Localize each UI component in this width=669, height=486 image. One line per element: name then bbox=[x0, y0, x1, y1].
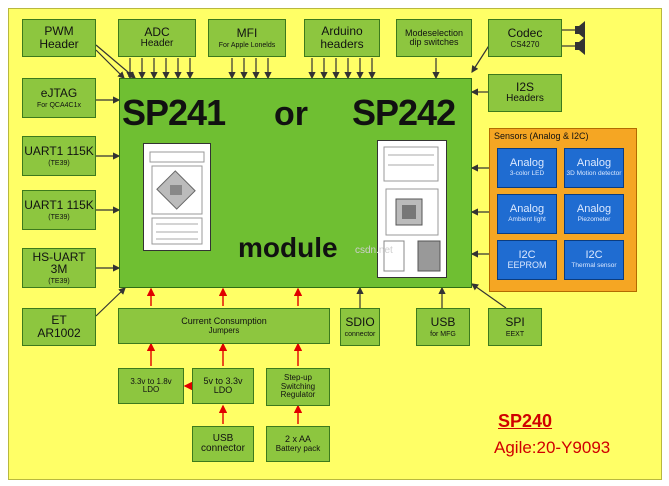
block-subtitle: dip switches bbox=[409, 37, 459, 47]
block-subtitle: (TE39) bbox=[48, 213, 70, 221]
ejtag-block: eJTAG For QCA4C1x bbox=[22, 78, 96, 118]
block-subtitle: (TE39) bbox=[48, 159, 70, 167]
block-subtitle: connector bbox=[201, 443, 245, 454]
block-title: Arduino bbox=[321, 24, 363, 39]
block-subtitle: Battery pack bbox=[275, 443, 321, 453]
block-subtitle: AR1002 bbox=[37, 326, 81, 340]
block-title: UART1 115K bbox=[24, 198, 94, 213]
block-title: SPI bbox=[505, 315, 525, 330]
sp241-title: SP241 bbox=[122, 92, 226, 133]
uart1-block: UART1 115K (TE39) bbox=[22, 136, 96, 176]
sdio-block: SDIO connector bbox=[340, 308, 380, 346]
uart2-block: UART1 115K (TE39) bbox=[22, 190, 96, 230]
block-subtitle: (TE39) bbox=[48, 277, 70, 285]
block-subtitle: LDO bbox=[142, 385, 160, 394]
board-name: SP240 bbox=[498, 411, 553, 431]
block-title: I2S bbox=[515, 80, 534, 95]
block-subtitle: for MFG bbox=[430, 330, 456, 338]
block-title: MFI bbox=[236, 26, 258, 41]
sp241-board-image bbox=[143, 143, 211, 251]
sensor-analog-led: Analog 3-color LED bbox=[497, 148, 557, 188]
block-subtitle: LDO bbox=[213, 385, 233, 395]
sp242-title: SP242 bbox=[352, 92, 456, 133]
arduino-headers-block: Arduino headers bbox=[304, 19, 380, 57]
sensor-type: Analog bbox=[576, 157, 612, 170]
block-title: 3.3v to 1.8v bbox=[130, 376, 172, 386]
block-title: 5v to 3.3v bbox=[203, 375, 243, 386]
sensors-title: Sensors (Analog & I2C) bbox=[494, 131, 589, 141]
sensor-name: 3-color LED bbox=[509, 169, 545, 177]
block-subtitle: CS4270 bbox=[510, 40, 540, 50]
et-block: ET AR1002 bbox=[22, 308, 96, 346]
sensor-type: I2C bbox=[585, 249, 603, 262]
spi-block: SPI EEXT bbox=[488, 308, 542, 346]
block-subtitle: For Apple Lonelds bbox=[218, 41, 276, 49]
i2s-headers-block: I2S Headers bbox=[488, 74, 562, 112]
battery-pack-block: 2 x AA Battery pack bbox=[266, 426, 330, 462]
sensor-name: Thermal sensor bbox=[571, 261, 617, 269]
block-subtitle: Jumpers bbox=[208, 325, 240, 335]
sensor-analog-ambient: Analog Ambient light bbox=[497, 194, 557, 234]
ldo-1v8-block: 3.3v to 1.8v LDO bbox=[118, 368, 184, 404]
block-title: Current Consumption bbox=[181, 316, 267, 327]
or-label: or bbox=[274, 95, 308, 133]
sensor-i2c-eeprom: I2C EEPROM bbox=[497, 240, 557, 280]
block-title: 2 x AA bbox=[284, 434, 311, 445]
block-subtitle: Headers bbox=[506, 93, 544, 105]
usb-mfg-block: USB for MFG bbox=[416, 308, 470, 346]
block-subtitle: EEXT bbox=[505, 330, 525, 338]
block-title: ET bbox=[51, 313, 67, 328]
ldo-3v3-block: 5v to 3.3v LDO bbox=[192, 368, 254, 404]
adc-header-block: ADC Header bbox=[118, 19, 196, 57]
sensor-name: 3D Motion detector bbox=[566, 169, 622, 177]
block-title: Codec bbox=[507, 25, 543, 40]
block-title: SDIO bbox=[345, 315, 375, 330]
sensor-name: Ambient light bbox=[508, 215, 546, 223]
pwm-header-block: PWM Header bbox=[22, 19, 96, 57]
block-subtitle: Header bbox=[39, 37, 79, 51]
module-label: module bbox=[238, 232, 338, 263]
block-subtitle: For QCA4C1x bbox=[37, 101, 81, 109]
block-title: Modeselection bbox=[404, 27, 464, 38]
block-title: ADC bbox=[144, 25, 170, 40]
hs-uart-block: HS-UART 3M (TE39) bbox=[22, 248, 96, 288]
block-title: UART1 115K bbox=[24, 144, 94, 159]
sensor-type: I2C bbox=[518, 248, 536, 261]
sensor-analog-motion: Analog 3D Motion detector bbox=[564, 148, 624, 188]
sensor-type: Analog bbox=[509, 157, 545, 170]
sp242-board-image bbox=[377, 140, 447, 278]
sensor-name: EEPROM bbox=[507, 260, 547, 271]
sensor-analog-piezo: Analog Piezometer bbox=[564, 194, 624, 234]
mode-selection-block: Modeselection dip switches bbox=[396, 19, 472, 57]
codec-block: Codec CS4270 bbox=[488, 19, 562, 57]
sensor-type: Analog bbox=[509, 203, 545, 216]
block-title: Step-up Switching bbox=[280, 373, 316, 391]
block-subtitle: headers bbox=[320, 37, 364, 51]
agile-number: Agile:20-Y9093 bbox=[494, 438, 611, 457]
sensor-i2c-thermal: I2C Thermal sensor bbox=[564, 240, 624, 280]
block-subtitle: Header bbox=[140, 38, 174, 50]
sensor-name: Piezometer bbox=[577, 215, 611, 223]
block-title: USB bbox=[430, 315, 456, 330]
block-title: eJTAG bbox=[40, 86, 78, 101]
step-up-regulator-block: Step-up Switching Regulator bbox=[266, 368, 330, 406]
current-consumption-block: Current Consumption Jumpers bbox=[118, 308, 330, 344]
block-title: PWM bbox=[44, 24, 74, 39]
mfi-block: MFI For Apple Lonelds bbox=[208, 19, 286, 57]
block-title: HS-UART 3M bbox=[32, 249, 86, 277]
block-subtitle: connector bbox=[344, 330, 376, 338]
sensor-type: Analog bbox=[576, 203, 612, 216]
watermark: csdn.net bbox=[355, 245, 393, 256]
usb-connector-block: USB connector bbox=[192, 426, 254, 462]
block-title: USB bbox=[212, 432, 234, 444]
block-subtitle: Regulator bbox=[280, 390, 316, 400]
